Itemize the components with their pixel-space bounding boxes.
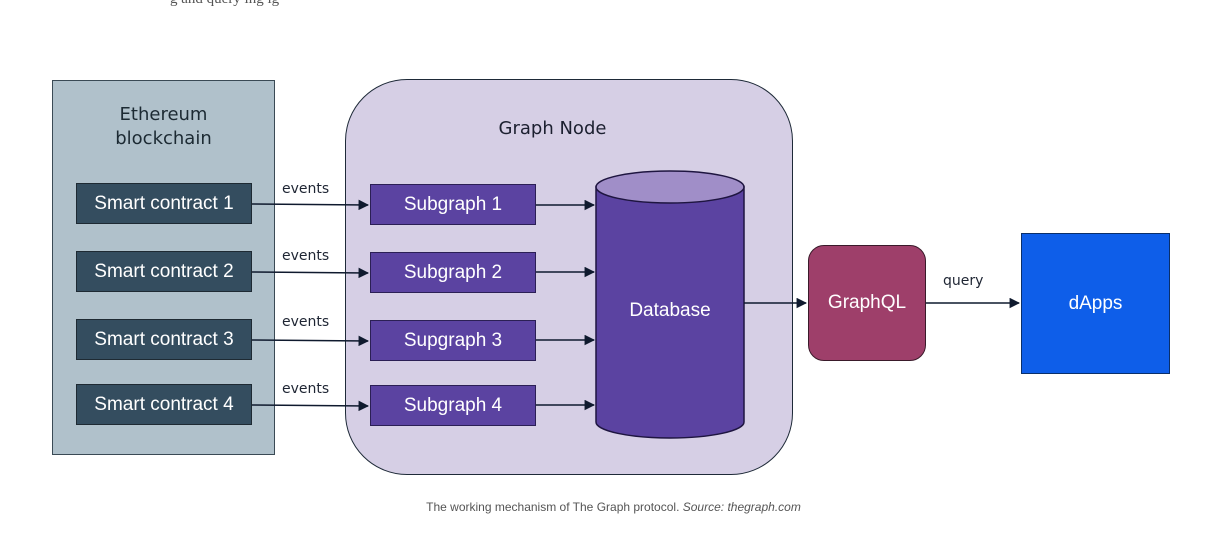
subgraph-3: Supgraph 3 bbox=[370, 320, 536, 361]
graph-node-title: Graph Node bbox=[498, 118, 607, 139]
events-arrow-3 bbox=[251, 335, 370, 347]
graphql-label: GraphQL bbox=[827, 292, 907, 313]
graphql-box: GraphQL bbox=[808, 245, 926, 361]
smart-contract-1: Smart contract 1 bbox=[76, 183, 252, 224]
dapps-label: dApps bbox=[1068, 292, 1123, 314]
dapps-box: dApps bbox=[1021, 233, 1170, 374]
caption-source: Source: thegraph.com bbox=[682, 500, 801, 514]
ethereum-title-line2: blockchain bbox=[115, 128, 212, 149]
events-arrow-2 bbox=[251, 267, 370, 279]
figure-caption: The working mechanism of The Graph proto… bbox=[0, 500, 1217, 514]
database-cylinder bbox=[595, 170, 745, 439]
subgraph-2: Subgraph 2 bbox=[370, 252, 536, 293]
smart-contract-4: Smart contract 4 bbox=[76, 384, 252, 425]
events-arrow-4 bbox=[251, 400, 370, 412]
subgraph-1: Subgraph 1 bbox=[370, 184, 536, 225]
caption-text: The working mechanism of The Graph proto… bbox=[426, 500, 683, 514]
top-partial-text: g and query ing ig bbox=[170, 0, 279, 8]
events-label-1: events bbox=[282, 181, 330, 197]
events-label-3: events bbox=[282, 314, 330, 330]
ethereum-title-line1: Ethereum bbox=[119, 104, 208, 125]
subgraph-4: Subgraph 4 bbox=[370, 385, 536, 426]
events-label-2: events bbox=[282, 248, 330, 264]
database-label: Database bbox=[629, 300, 711, 321]
smart-contract-3: Smart contract 3 bbox=[76, 319, 252, 360]
events-label-4: events bbox=[282, 381, 330, 397]
smart-contract-2: Smart contract 2 bbox=[76, 251, 252, 292]
events-arrow-1 bbox=[251, 199, 370, 211]
query-label: query bbox=[943, 273, 984, 289]
ethereum-blockchain-title: Ethereum blockchain bbox=[0, 103, 327, 151]
